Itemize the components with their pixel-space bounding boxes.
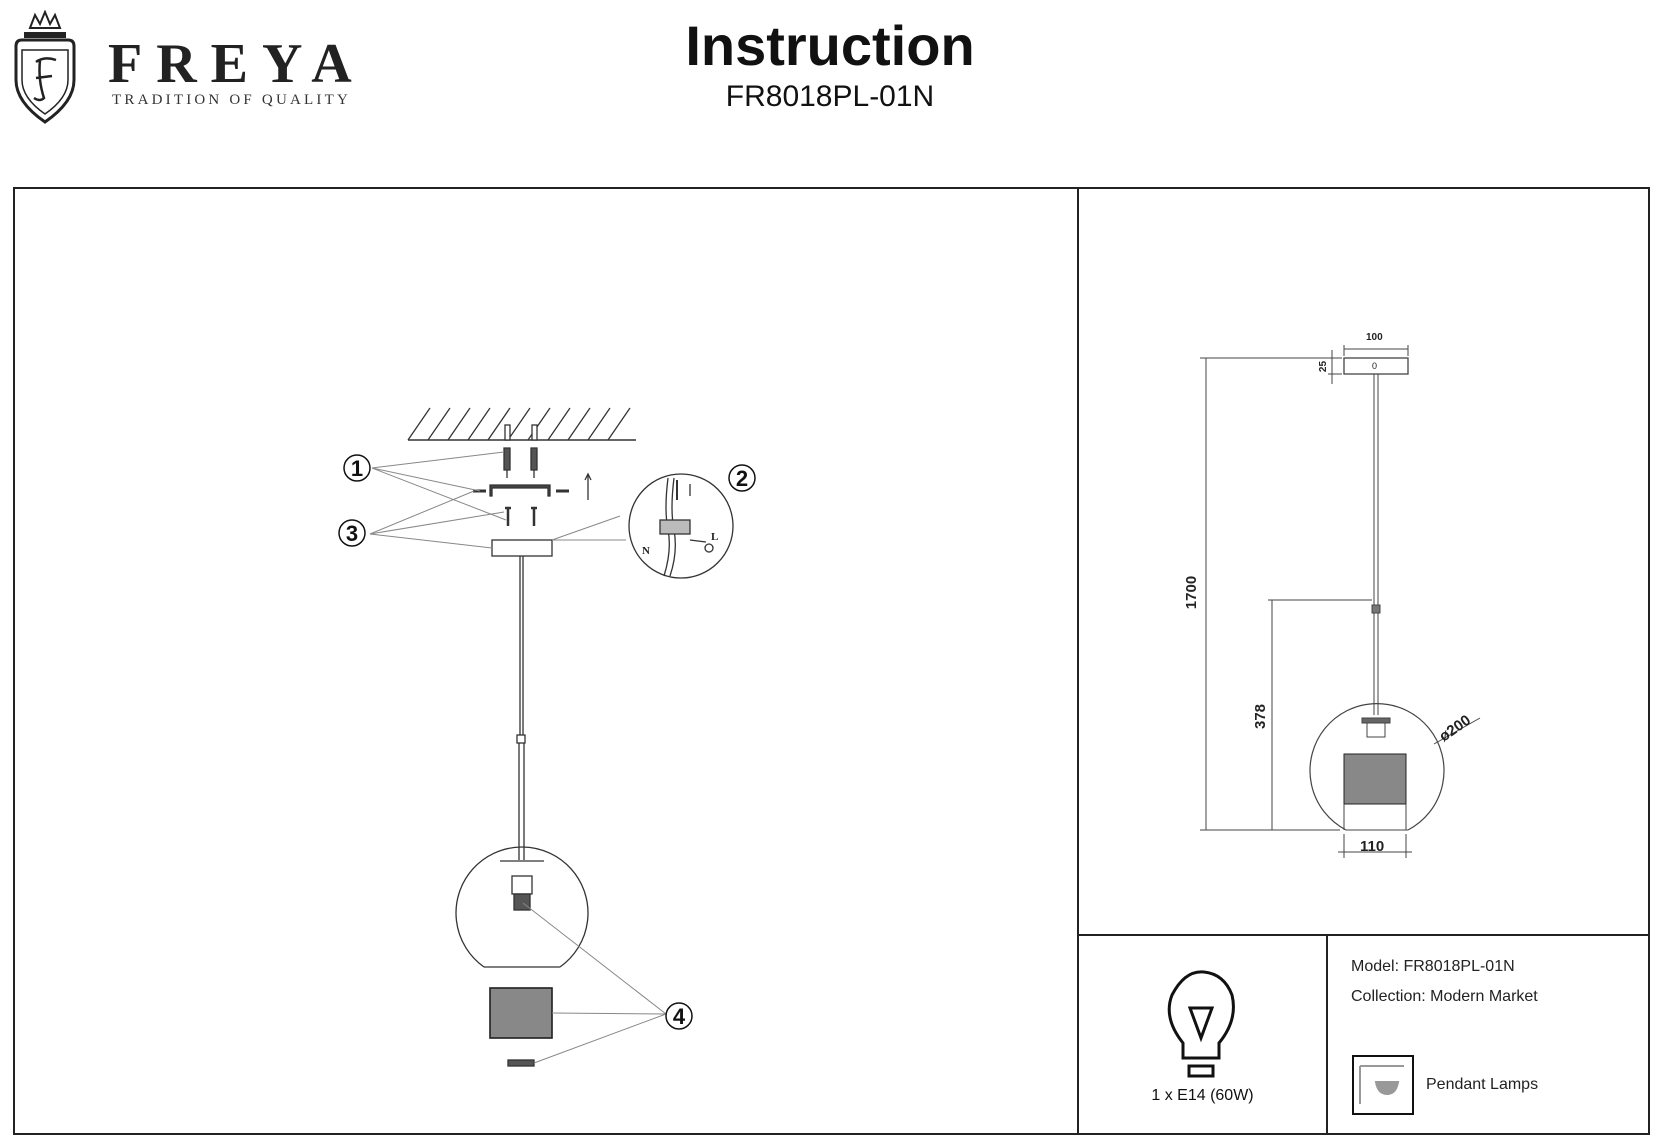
callout-3: 3 xyxy=(338,519,366,547)
mesh-shade xyxy=(489,987,553,1039)
frame-divider-vertical xyxy=(1077,187,1079,1135)
dim-inner-width: 110 xyxy=(1360,838,1385,855)
info-collection: Collection: Modern Market xyxy=(1351,988,1538,1005)
screws xyxy=(505,506,537,526)
live-label: L xyxy=(711,531,718,543)
canopy-mark: 0 xyxy=(1372,361,1378,371)
page-title: Instruction xyxy=(685,14,975,77)
svg-text:1: 1 xyxy=(351,456,363,481)
dim-canopy-height: 25 xyxy=(1318,360,1330,373)
category-label: Pendant Lamps xyxy=(1426,1076,1539,1093)
brand-name: FREYA xyxy=(108,33,366,95)
page-subtitle: FR8018PL-01N xyxy=(725,80,935,113)
info-model: Model: FR8018PL-01N xyxy=(1351,958,1515,975)
dim-canopy-width: 100 xyxy=(1366,332,1383,343)
neutral-label: N xyxy=(642,545,650,557)
crest-icon xyxy=(14,9,76,124)
canopy xyxy=(491,539,553,557)
callout-2: 2 xyxy=(728,464,756,492)
dim-total-height: 1700 xyxy=(1183,575,1201,610)
svg-text:3: 3 xyxy=(346,521,358,546)
svg-text:2: 2 xyxy=(736,466,748,491)
dim-shade-height: 378 xyxy=(1252,703,1270,730)
lamp-holder xyxy=(511,875,533,911)
lamp-spec: 1 x E14 (60W) xyxy=(1151,1087,1254,1104)
brand-logo xyxy=(10,9,380,130)
callout-4: 4 xyxy=(665,1002,693,1030)
svg-text:4: 4 xyxy=(673,1004,686,1029)
wiring-detail xyxy=(628,473,734,579)
ceiling-hatch xyxy=(407,407,636,441)
frame-divider-horizontal xyxy=(1077,934,1650,936)
info-divider xyxy=(1326,934,1328,1135)
callout-1: 1 xyxy=(343,454,371,482)
wall-anchors xyxy=(503,447,538,478)
suspension-rod xyxy=(516,556,526,860)
shade-ring xyxy=(507,1059,535,1067)
glass-globe xyxy=(455,846,589,968)
assembly-drawing: N L 1 3 2 4 xyxy=(338,407,756,1067)
leader-lines xyxy=(369,451,667,1064)
brand-tagline: TRADITION OF QUALITY xyxy=(112,92,351,108)
mounting-bracket xyxy=(473,472,592,500)
drawing-frame xyxy=(13,187,1650,1135)
